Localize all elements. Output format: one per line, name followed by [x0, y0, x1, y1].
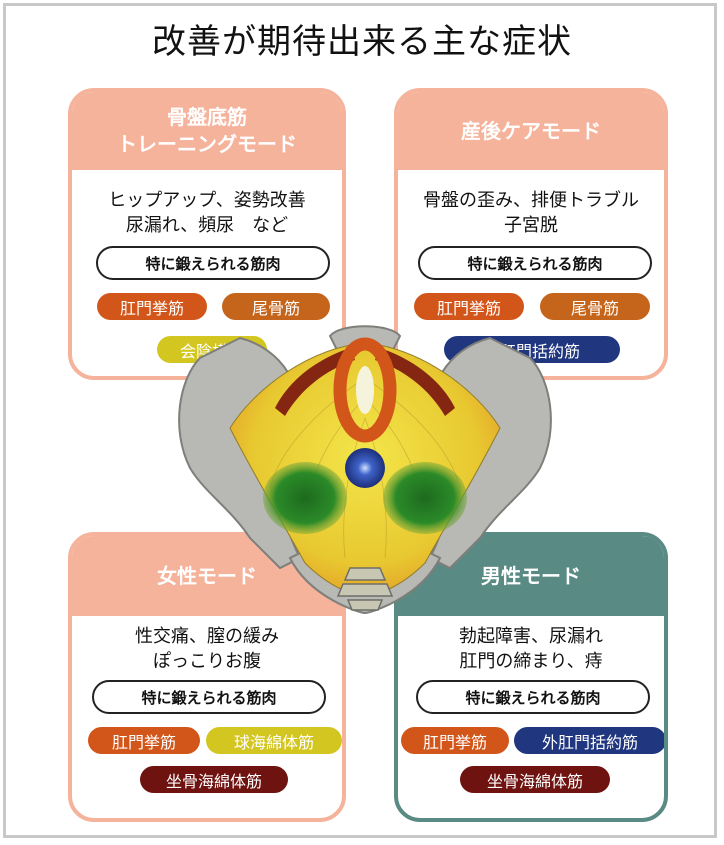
card-title-line1: 男性モード	[481, 563, 581, 588]
muscle-tag-levator-ani: 肛門挙筋	[414, 293, 524, 320]
muscle-lateral-right	[383, 462, 467, 534]
symptom-line2: 子宮脱	[504, 215, 558, 236]
symptom-text: 性交痛、膣の緩み ぽっこりお腹	[72, 624, 342, 674]
pelvic-floor-illustration	[178, 325, 552, 615]
muscle-tag-external-anal-sphincter: 外肛門括約筋	[514, 727, 664, 754]
symptom-line1: ヒップアップ、姿勢改善	[108, 190, 306, 211]
muscle-heading-box: 特に鍛えられる筋肉	[418, 246, 652, 280]
symptom-line1: 骨盤の歪み、排便トラブル	[423, 190, 639, 211]
muscle-tag-bulbospongiosus: 球海綿体筋	[206, 727, 342, 754]
card-female-mode: 女性モード 性交痛、膣の緩み ぽっこりお腹 特に鍛えられる筋肉 肛門挙筋 球海綿…	[68, 532, 346, 822]
card-male-mode: 男性モード 勃起障害、尿漏れ 肛門の締まり、痔 特に鍛えられる筋肉 肛門挙筋 外…	[394, 532, 668, 822]
muscle-tag-levator-ani: 肛門挙筋	[401, 727, 509, 754]
symptom-line2: 肛門の締まり、痔	[459, 651, 603, 672]
page-title: 改善が期待出来る主な症状	[152, 22, 572, 62]
muscle-ring-orange	[333, 337, 397, 443]
muscle-heading-box: 特に鍛えられる筋肉	[96, 246, 330, 280]
muscle-tag-ischiocavernosus: 坐骨海綿体筋	[140, 766, 288, 793]
symptom-line2: ぽっこりお腹	[153, 651, 261, 672]
muscle-tag-coccygeus: 尾骨筋	[222, 293, 330, 320]
muscle-tag-levator-ani: 肛門挙筋	[88, 727, 200, 754]
card-title-line1: 骨盤底筋	[167, 105, 247, 129]
card-title-line2: トレーニングモード	[117, 132, 297, 156]
symptom-text: 骨盤の歪み、排便トラブル 子宮脱	[398, 188, 664, 238]
symptom-text: ヒップアップ、姿勢改善 尿漏れ、頻尿 など	[72, 188, 342, 238]
muscle-lateral-left	[263, 462, 347, 534]
symptom-text: 勃起障害、尿漏れ 肛門の締まり、痔	[398, 624, 664, 674]
muscle-tag-external-anal-sphincter: 外肛門括約筋	[444, 336, 620, 363]
muscle-band-left	[275, 348, 355, 416]
muscle-heading-box: 特に鍛えられる筋肉	[416, 680, 650, 714]
symptom-line2: 尿漏れ、頻尿 など	[125, 215, 289, 236]
card-header: 産後ケアモード	[398, 92, 664, 170]
symptom-line1: 性交痛、膣の緩み	[135, 626, 279, 647]
symptom-line1: 勃起障害、尿漏れ	[459, 626, 603, 647]
muscle-heading-box: 特に鍛えられる筋肉	[92, 680, 326, 714]
muscle-band-right	[375, 348, 455, 416]
muscle-sphincter-blue	[345, 448, 385, 488]
card-header: 骨盤底筋 トレーニングモード	[72, 92, 342, 170]
urogenital-opening	[356, 366, 374, 414]
coccyx	[336, 567, 394, 611]
card-title-line1: 産後ケアモード	[461, 118, 601, 143]
muscle-tag-ischiocavernosus: 坐骨海綿体筋	[460, 766, 610, 793]
card-title-line1: 女性モード	[157, 563, 257, 588]
muscle-tag-levator-ani: 肛門挙筋	[97, 293, 207, 320]
muscle-tag-coccygeus: 尾骨筋	[540, 293, 650, 320]
